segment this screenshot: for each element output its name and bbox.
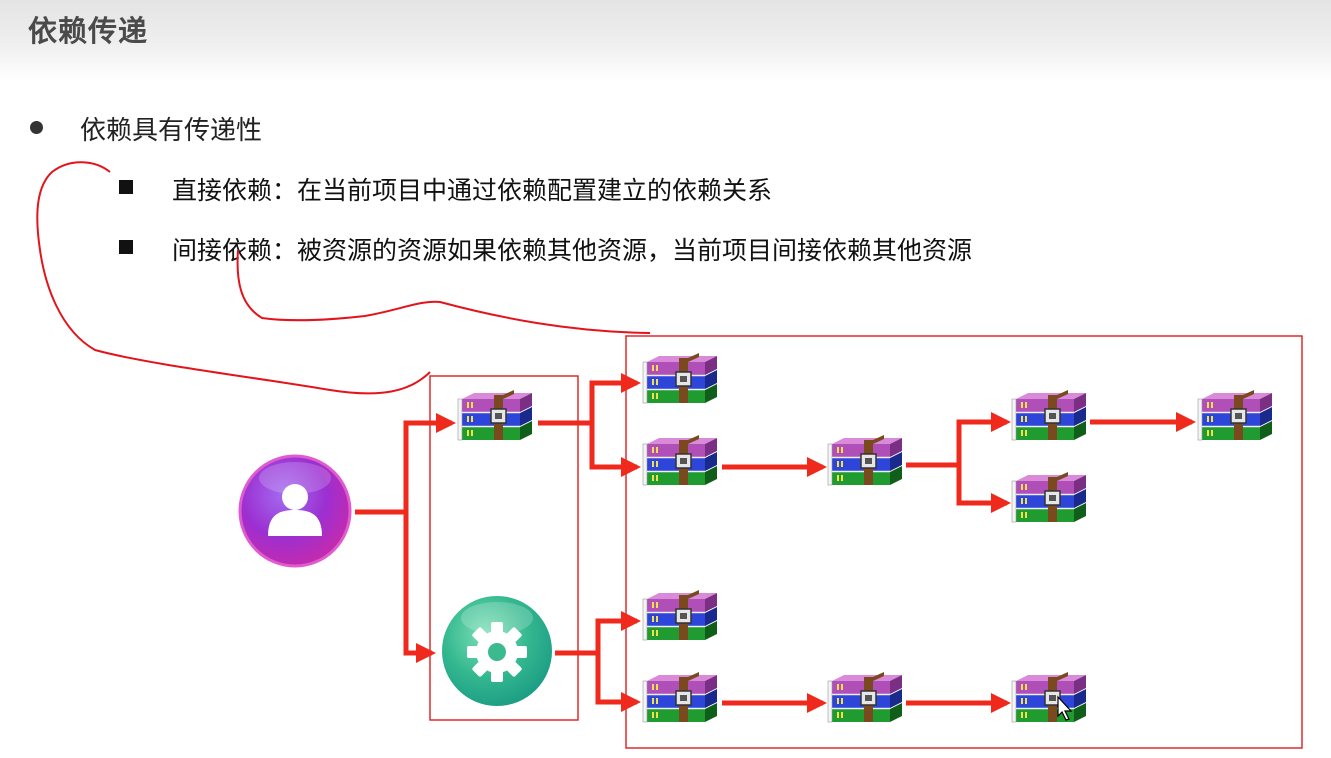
project-node	[442, 596, 552, 706]
edge-a1-b2	[589, 423, 641, 477]
user-icon	[268, 484, 322, 536]
annotation-stroke-1	[36, 161, 431, 395]
edge-project-b3	[555, 611, 641, 656]
direct-dependency-box	[429, 375, 579, 721]
archive-icon-d1	[1011, 389, 1087, 441]
edge-user-project	[403, 512, 436, 663]
archive-icon-c2	[827, 671, 903, 723]
title-bar: 依赖传递	[0, 0, 1331, 80]
mouse-cursor-icon	[1057, 695, 1073, 721]
edge-user-a1	[355, 413, 456, 515]
annotation-stroke-2	[236, 249, 651, 334]
edge-c1-d1	[906, 412, 1011, 468]
indirect-dependency-text: 间接依赖：被资源的资源如果依赖其他资源，当前项目间接依赖其他资源	[172, 236, 973, 265]
archive-icon-d3	[1011, 671, 1087, 723]
archive-icon-b3	[642, 589, 718, 641]
edge-project-b4	[595, 653, 641, 712]
bullet-dot	[30, 121, 43, 134]
archive-icon-c1	[827, 434, 903, 486]
gear-icon	[467, 622, 527, 682]
archive-icon-b1	[642, 352, 718, 404]
edge-c1-d2	[956, 465, 1011, 513]
square-bullet-2	[119, 240, 133, 254]
archive-icon-d2	[1011, 471, 1087, 523]
bullet-text: 依赖具有传递性	[80, 116, 263, 146]
edge-a1-b1	[538, 373, 641, 426]
archive-icon-e1	[1197, 389, 1273, 441]
archive-icon-b2	[642, 434, 718, 486]
archive-icon-b4	[642, 671, 718, 723]
archive-icon-a1	[457, 389, 533, 441]
square-bullet-1	[119, 180, 133, 194]
page-title: 依赖传递	[28, 14, 149, 48]
user-node	[238, 454, 352, 568]
indirect-dependency-box	[625, 335, 1303, 749]
direct-dependency-text: 直接依赖：在当前项目中通过依赖配置建立的依赖关系	[172, 176, 773, 205]
